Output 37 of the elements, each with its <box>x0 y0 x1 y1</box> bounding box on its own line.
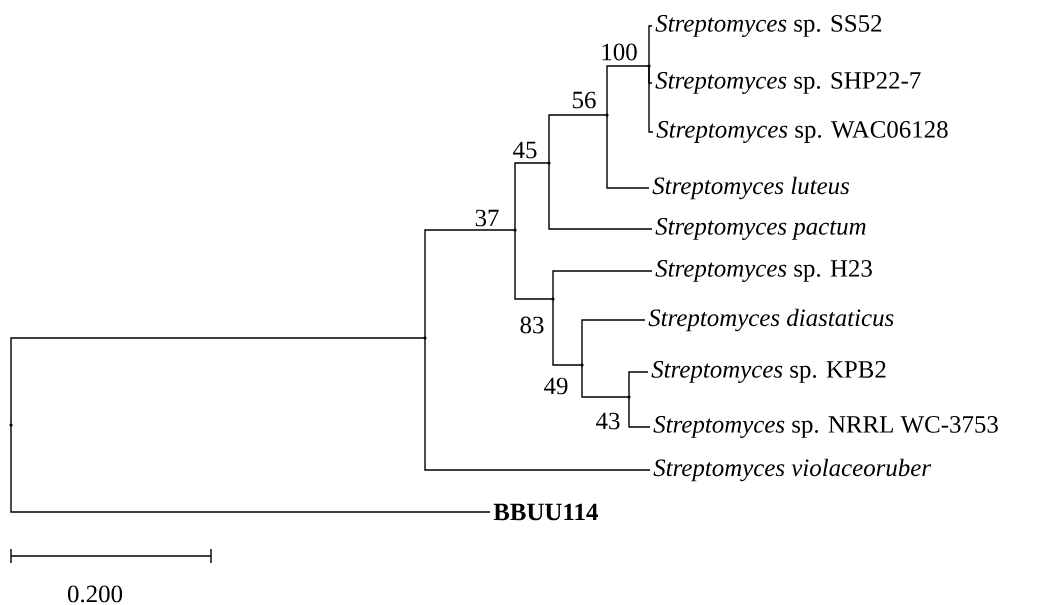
taxon-label: Streptomyces luteus <box>652 176 850 200</box>
branch-line <box>548 162 653 230</box>
branch-line <box>514 162 550 231</box>
branch-line <box>648 25 653 67</box>
branch-line <box>10 424 491 513</box>
branch-line <box>514 229 554 300</box>
branch-line <box>628 396 651 428</box>
branch-line <box>648 65 654 133</box>
branch-line <box>606 65 650 116</box>
bootstrap-value: 56 <box>573 91 596 109</box>
branch-line <box>552 298 583 366</box>
branch-line <box>424 229 516 339</box>
bootstrap-value: 49 <box>544 377 568 395</box>
bootstrap-value: 100 <box>602 43 637 61</box>
bootstrap-value: 45 <box>513 141 537 159</box>
scale-label: 0.200 <box>67 585 123 603</box>
taxon-label: Streptomyces pactum <box>655 218 866 240</box>
branch-line <box>606 114 650 189</box>
branch-line <box>424 337 651 471</box>
branch-line <box>548 114 608 164</box>
taxon-label: Streptomyces sp. H23 <box>655 260 872 282</box>
taxon-label: Streptomyces diastaticus <box>648 308 894 332</box>
taxon-label: Streptomyces sp. KPB2 <box>651 361 886 383</box>
taxon-label: Streptomyces sp. SS52 <box>655 15 882 37</box>
branch-line <box>628 371 649 398</box>
branch-line <box>552 270 653 300</box>
branch-line <box>10 337 426 426</box>
bootstrap-value: 37 <box>475 209 499 227</box>
bootstrap-value: 43 <box>596 412 620 430</box>
taxon-label: Streptomyces sp. WAC06128 <box>656 121 948 143</box>
taxon-label: BBUU114 <box>493 503 598 521</box>
branch-line <box>581 364 630 398</box>
taxon-label: Streptomyces sp. NRRL WC-3753 <box>653 416 998 438</box>
branch-line <box>581 319 646 366</box>
taxon-label: Streptomyces sp. SHP22-7 <box>655 72 921 94</box>
taxon-label: Streptomyces violaceoruber <box>653 458 932 482</box>
bootstrap-value: 83 <box>520 316 544 334</box>
